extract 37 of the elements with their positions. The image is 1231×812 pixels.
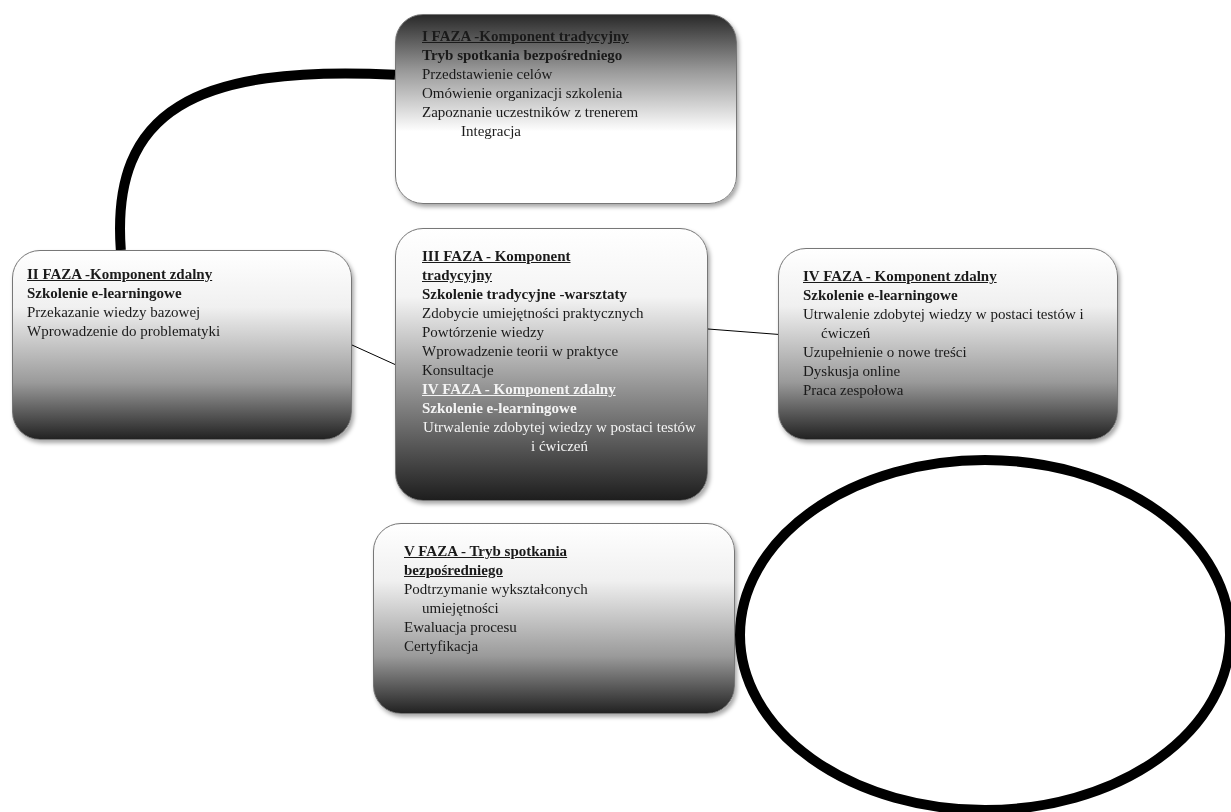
connector-line (707, 328, 779, 335)
phase-box (778, 248, 1118, 440)
phase-heading: IV FAZA - Komponent zdalny (422, 380, 617, 399)
subheading: Szkolenie tradycyjne -warsztaty (422, 285, 628, 304)
list-item: Dyskusja online (803, 362, 902, 381)
list-item: Wprowadzenie teorii w praktyce (422, 342, 620, 361)
list-item: Zapoznanie uczestników z trenerem (422, 103, 640, 122)
list-item: Ewaluacja procesu (404, 618, 518, 637)
list-item: Podtrzymanie wykształconych umiejętności (404, 580, 589, 618)
phase-heading: V FAZA - Tryb spotkania bezpośredniego (404, 542, 569, 580)
subheading: Tryb spotkania bezpośredniego (422, 46, 624, 65)
subheading: Szkolenie e-learningowe (422, 399, 578, 418)
phase-heading: II FAZA -Komponent zdalny (27, 265, 214, 284)
list-item: Przekazanie wiedzy bazowej (27, 303, 202, 322)
list-item: Uzupełnienie o nowe treści (803, 343, 968, 362)
phase-box (395, 228, 708, 501)
subheading: Szkolenie e-learningowe (803, 286, 959, 305)
phase-box (373, 523, 735, 714)
list-item: Utrwalenie zdobytej wiedzy w postaci testów i ćwiczeń (803, 305, 1085, 343)
list-item: Omówienie organizacji szkolenia (422, 84, 624, 103)
list-item: Przedstawienie celów (422, 65, 554, 84)
list-item: Utrwalenie zdobytej wiedzy w postaci testów i ćwiczeń (422, 418, 697, 456)
list-item: Praca zespołowa (803, 381, 905, 400)
phase-box (395, 14, 737, 204)
thick-curved-line (115, 68, 396, 251)
phase-heading: I FAZA -Komponent tradycyjny (422, 27, 630, 46)
subheading: Szkolenie e-learningowe (27, 284, 183, 303)
connector-line (351, 344, 396, 365)
phase-box (12, 250, 352, 440)
list-item: Zdobycie umiejętności praktycznych (422, 304, 645, 323)
list-item: Certyfikacja (404, 637, 480, 656)
list-item: Integracja (460, 122, 522, 141)
phase-heading: III FAZA - Komponent tradycyjny (422, 247, 572, 285)
list-item: Wprowadzenie do problematyki (27, 322, 222, 341)
phase-heading: IV FAZA - Komponent zdalny (803, 267, 998, 286)
list-item: Konsultacje (422, 361, 495, 380)
list-item: Powtórzenie wiedzy (422, 323, 546, 342)
